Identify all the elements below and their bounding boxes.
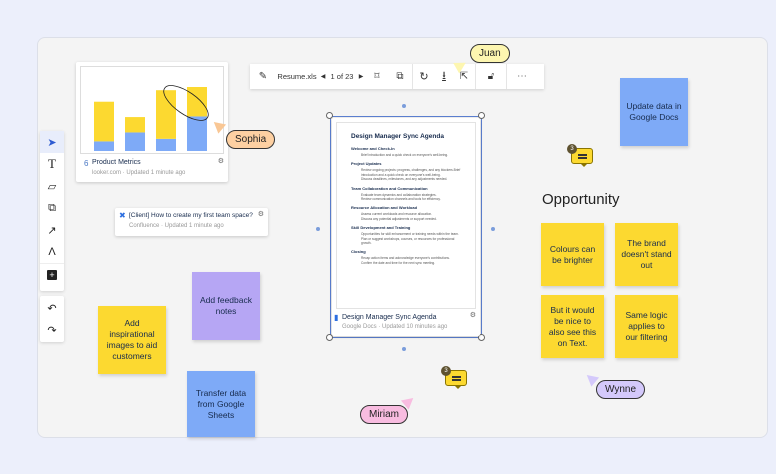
pen-tool-icon[interactable]: Λ (48, 246, 56, 258)
google-doc-card[interactable]: Design Manager Sync Agenda Welcome and C… (332, 118, 480, 336)
doc-section-heading: Project Updates (351, 161, 382, 167)
download-icon[interactable]: ⭳ (442, 70, 446, 82)
sticky-note[interactable]: The brand doesn't stand out (615, 223, 678, 286)
doc-bullet: Evaluate team dynamics and collaboration… (361, 192, 437, 197)
doc-bullet: Plan or suggest workshops, courses, or r… (361, 236, 455, 246)
sophia-label: Sophia (226, 130, 276, 149)
card-title[interactable]: Design Manager Sync Agenda (342, 314, 437, 321)
sticky-note[interactable]: Update data in Google Docs (620, 78, 688, 146)
product-metrics-card[interactable]: 6 Product Metrics looker.com · Updated 1… (76, 62, 228, 182)
card-meta: Confluence · Updated 1 minute ago (129, 223, 224, 229)
connector-dot[interactable] (491, 227, 495, 231)
settings-icon[interactable]: ⚙ (217, 158, 224, 165)
comment-icon[interactable]: 3 (567, 144, 593, 167)
bar-4-segment-0 (187, 116, 207, 151)
doc-bullet: Brief introduction and a quick check on … (361, 153, 449, 157)
page-indicator: 1 of 23 (330, 72, 354, 81)
bar-4-segment-1 (187, 87, 207, 117)
looker-icon: 6 (84, 159, 89, 168)
doc-bullet: Assess current workloads and resource al… (361, 212, 433, 217)
doc-bullet: Recap action items and acknowledge every… (361, 256, 450, 261)
card-title[interactable]: [Client] How to create my first team spa… (129, 212, 253, 219)
tools-panel: ➤ T ▱ ⧉ ↗ Λ + (40, 131, 64, 291)
doc-bullet: Review communication channels and tools … (361, 197, 441, 202)
comment-count-badge: 3 (567, 144, 577, 154)
bar-chart (80, 66, 224, 154)
connector-dot[interactable] (316, 227, 320, 231)
card-meta: Google Docs · Updated 10 minutes ago (342, 324, 448, 330)
text-tool-icon[interactable]: T (48, 156, 56, 171)
bar-1-segment-1 (94, 101, 114, 142)
doc-selection-frame[interactable] (330, 116, 482, 338)
miriam-label: Miriam (360, 405, 408, 424)
sticky-note[interactable]: Transfer data from Google Sheets (187, 371, 255, 437)
divider (412, 64, 413, 89)
bar-3-segment-1 (156, 90, 176, 139)
settings-icon[interactable]: ⚙ (469, 312, 476, 319)
prev-page-icon[interactable]: ◀ (320, 74, 326, 80)
redo-icon[interactable]: ↷ (47, 324, 57, 337)
bookmark-icon[interactable]: ⌑ (374, 71, 380, 82)
card-title[interactable]: Product Metrics (92, 159, 141, 166)
connector-dot[interactable] (402, 347, 406, 351)
divider (475, 64, 476, 89)
google-docs-icon: ▮ (334, 313, 339, 322)
circle-annotation (163, 85, 209, 121)
comment-icon[interactable]: 3 (441, 366, 467, 389)
doc-bullet: Discuss any potential adjustments or sup… (361, 216, 437, 221)
lock-icon[interactable]: 🔓︎ (487, 71, 495, 82)
line-tool-icon[interactable]: ↗ (47, 224, 57, 237)
divider (506, 64, 507, 89)
resize-handle[interactable] (326, 334, 333, 341)
resize-handle[interactable] (478, 334, 485, 341)
resize-handle[interactable] (478, 112, 485, 119)
doc-preview: Design Manager Sync Agenda Welcome and C… (336, 122, 476, 309)
sticky-note[interactable]: Add inspirational images to aid customer… (98, 306, 166, 374)
sticky-note[interactable]: Add feedback notes (192, 272, 260, 340)
wynne-label: Wynne (596, 380, 646, 399)
next-page-icon[interactable]: ▶ (358, 74, 364, 80)
bar-1-segment-0 (94, 141, 114, 151)
confluence-icon: ✖ (119, 211, 126, 220)
juan-label: Juan (470, 44, 510, 63)
connector-dot[interactable] (402, 104, 406, 108)
undo-icon[interactable]: ↶ (47, 302, 57, 315)
doc-bullet: Discuss deadlines, milestones, and any a… (361, 177, 448, 182)
select-tool-icon[interactable]: ➤ (40, 131, 64, 153)
bar-2-segment-0 (125, 132, 145, 151)
floating-toolbar: ✎ Resume.xls ◀ 1 of 23 ▶ ⌑ ⧉ ↻ ⭳ ⇱ 🔓︎ ⋯ (250, 64, 544, 89)
section-heading: Opportunity (542, 191, 620, 208)
doc-bullet: Review ongoing projects: progress, chall… (361, 168, 461, 177)
sticky-note[interactable]: Same logic applies to our filtering (615, 295, 678, 358)
file-name[interactable]: Resume.xls (277, 72, 317, 81)
doc-section-heading: Welcome and Check-In (351, 146, 395, 151)
doc-heading: Design Manager Sync Agenda (351, 133, 444, 140)
doc-bullet: Opportunities for skill enhancement or t… (361, 232, 459, 237)
resize-handle[interactable] (326, 112, 333, 119)
edit-icon[interactable]: ✎ (258, 71, 268, 82)
doc-section-heading: Closing (351, 249, 366, 255)
insert-tool-icon[interactable]: + (40, 263, 64, 285)
doc-section-heading: Resource Allocation and Workload (351, 205, 418, 211)
bar-2-segment-1 (125, 117, 145, 133)
sticky-note[interactable]: Colours can be brighter (541, 223, 604, 286)
open-external-icon[interactable]: ⇱ (459, 71, 469, 82)
settings-icon[interactable]: ⚙ (257, 211, 264, 218)
doc-section-heading: Skill Development and Training (351, 225, 411, 231)
copy-icon[interactable]: ⧉ (396, 71, 404, 82)
shapes-tool-icon[interactable]: ⧉ (48, 201, 56, 214)
doc-section-heading: Team Collaboration and Communication (351, 185, 428, 191)
comment-count-badge: 3 (441, 366, 451, 376)
sticky-note-tool-icon[interactable]: ▱ (47, 180, 57, 193)
bar-3-segment-0 (156, 138, 176, 151)
refresh-icon[interactable]: ↻ (419, 71, 429, 83)
doc-bullet: Confirm the date and time for the next s… (361, 260, 436, 265)
card-meta: looker.com · Updated 1 minute ago (92, 170, 186, 176)
sticky-note[interactable]: But it would be nice to also see this on… (541, 295, 604, 358)
confluence-card[interactable]: ✖ [Client] How to create my first team s… (115, 208, 268, 236)
more-icon[interactable]: ⋯ (517, 71, 527, 82)
history-panel: ↶ ↷ (40, 296, 64, 342)
